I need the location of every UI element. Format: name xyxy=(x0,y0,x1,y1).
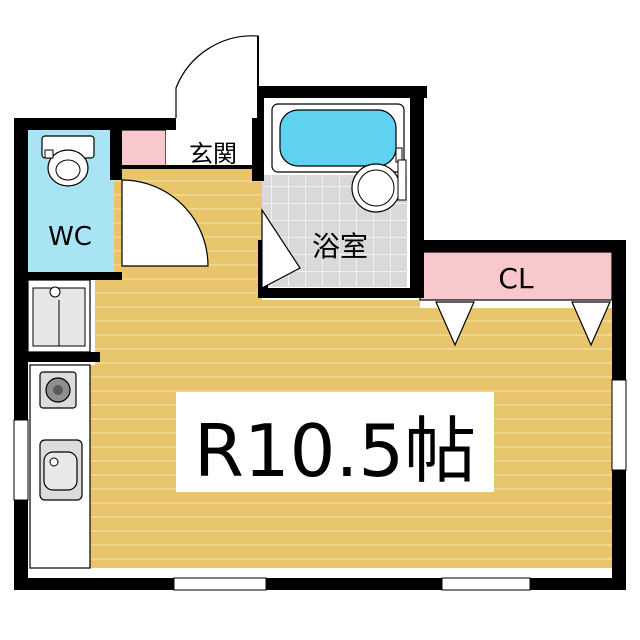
toilet-fixture xyxy=(41,135,95,187)
entrance-floor xyxy=(166,130,260,168)
bathroom-door xyxy=(261,207,301,289)
entrance-door xyxy=(175,35,259,118)
toilet-label: WC xyxy=(48,222,92,252)
bath-label: 浴室 xyxy=(312,230,368,263)
kitchen-counter-outline xyxy=(29,364,91,569)
wash-basin xyxy=(351,159,407,213)
main-room-label-bg xyxy=(176,392,494,492)
kitchen-sink xyxy=(39,439,83,501)
windows xyxy=(13,379,627,591)
entrance-shoebox xyxy=(119,129,167,169)
toilet-door xyxy=(121,179,209,267)
washer-space xyxy=(27,279,91,353)
closet-area xyxy=(419,251,613,301)
closet-label: CL xyxy=(498,262,534,295)
closet-doors xyxy=(435,301,611,347)
bathtub xyxy=(271,103,405,173)
stove xyxy=(39,371,77,409)
entrance-label: 玄関 xyxy=(189,140,237,168)
main-room-label: R10.5帖 xyxy=(194,409,476,493)
